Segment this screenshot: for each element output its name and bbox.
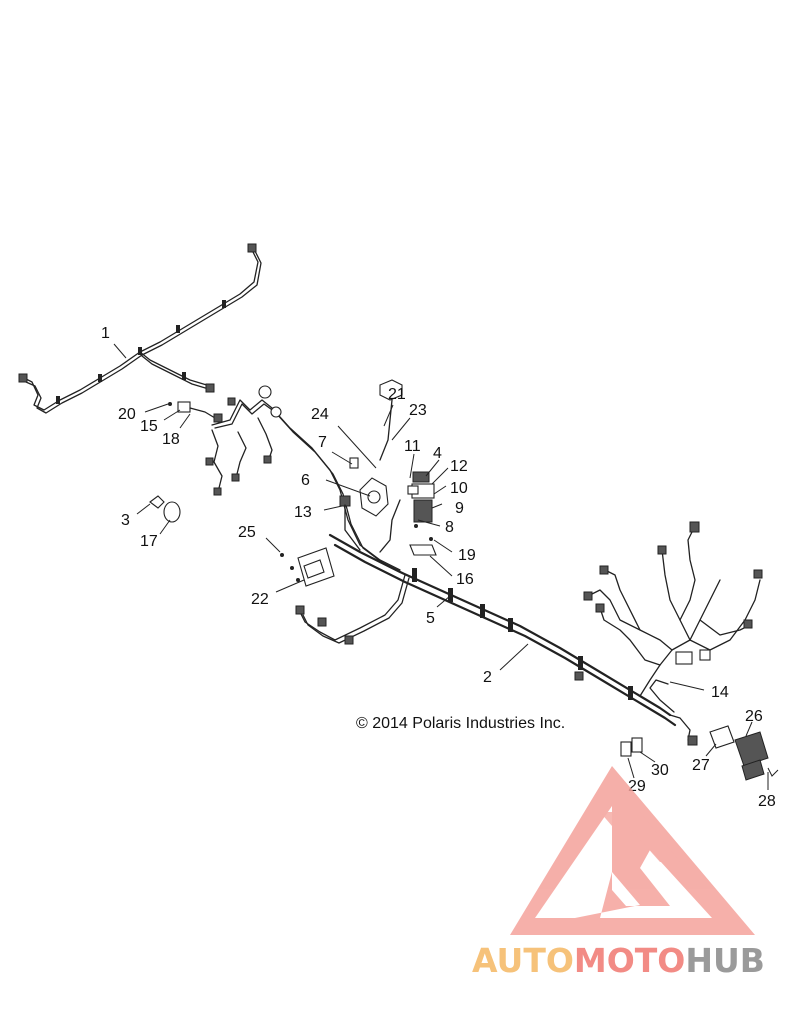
- watermark-logo: [510, 766, 755, 935]
- fastener-20: [168, 402, 172, 406]
- watermark-text: AUTOMOTOHUB: [472, 941, 765, 980]
- callout-5: 5: [426, 610, 435, 627]
- harness-2: [328, 521, 763, 746]
- callout-19: 19: [458, 547, 476, 564]
- regulator-26-27-28: [709, 725, 779, 781]
- callout-20: 20: [118, 406, 136, 423]
- callout-1: 1: [101, 325, 110, 342]
- bracket-15-18: [177, 401, 223, 423]
- callout-15: 15: [140, 418, 158, 435]
- watermark-moto: MOTO: [574, 941, 685, 980]
- callout-21: 21: [388, 386, 406, 403]
- callout-7: 7: [318, 434, 327, 451]
- callout-13: 13: [294, 504, 312, 521]
- callout-18: 18: [162, 431, 180, 448]
- callout-14: 14: [711, 684, 729, 701]
- watermark-hub: HUB: [685, 941, 765, 980]
- connectors-29-30: [620, 737, 643, 757]
- callout-25: 25: [238, 524, 256, 541]
- callout-24: 24: [311, 406, 329, 423]
- clip-3-17: [149, 495, 181, 523]
- callout-17: 17: [140, 533, 158, 550]
- callout-3: 3: [121, 512, 130, 529]
- callout-11: 11: [404, 438, 421, 455]
- module-22: [280, 547, 335, 587]
- callout-2: 2: [483, 669, 492, 686]
- callout-9: 9: [455, 500, 464, 517]
- callout-4: 4: [433, 445, 442, 462]
- callout-8: 8: [445, 519, 454, 536]
- callout-26: 26: [745, 708, 763, 725]
- callout-10: 10: [450, 480, 468, 497]
- callout-27: 27: [692, 757, 710, 774]
- harness-5: [205, 385, 410, 645]
- callout-6: 6: [301, 472, 310, 489]
- harness-1: [18, 243, 262, 414]
- watermark-auto: AUTO: [472, 941, 574, 980]
- callout-12: 12: [450, 458, 468, 475]
- callout-28: 28: [758, 793, 776, 810]
- leader-lines: [113, 343, 769, 790]
- callout-16: 16: [456, 571, 474, 588]
- callout-30: 30: [651, 762, 669, 779]
- copyright-notice: © 2014 Polaris Industries Inc.: [356, 715, 565, 732]
- callout-labels: 1 2 3 4 5 6 7 8 9 10 11 12 13 14 15 16 1…: [101, 325, 776, 810]
- callout-22: 22: [251, 591, 269, 608]
- relay-box-components: [339, 379, 437, 556]
- callout-23: 23: [409, 402, 427, 419]
